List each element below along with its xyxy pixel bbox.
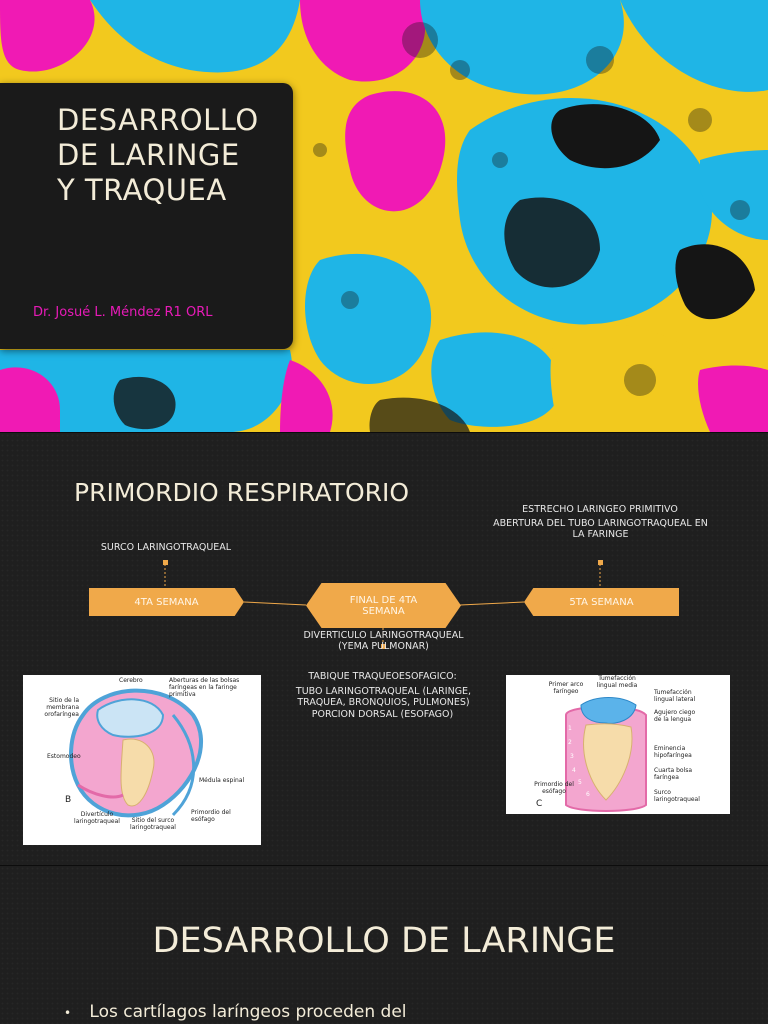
- slide-separator: [0, 432, 768, 433]
- arch-number: 5: [578, 779, 582, 786]
- arch-number: 3: [570, 753, 574, 760]
- label-aberturas: Aberturas de las bolsas faríngeas en la …: [169, 677, 240, 698]
- label-cerebro: Cerebro: [119, 677, 143, 684]
- desarrollo-laringe-slide: DESARROLLO DE LARINGE • Los cartílagos l…: [0, 866, 768, 1024]
- label-eminencia: Eminencia hipofaríngea: [654, 745, 692, 759]
- embryo-figure-c: Primer arco faríngeo Tumefacción lingual…: [506, 675, 730, 814]
- timeline-dot: [598, 560, 603, 565]
- timeline-dot: [163, 560, 168, 565]
- label-tumefaccion-lateral: Tumefacción lingual lateral: [654, 689, 696, 703]
- embryo-figure-b-drawing: [69, 688, 204, 818]
- label-tumefaccion-media: Tumefacción lingual media: [596, 675, 638, 689]
- tabique-tubo: TUBO LARINGOTRAQUEAL (LARINGE, TRAQUEA, …: [295, 686, 472, 708]
- label-estomodeo: Estomodeo: [47, 753, 81, 760]
- label-medula: Médula espinal: [199, 777, 245, 784]
- figure-letter-b: B: [65, 795, 72, 805]
- bullet-text: Los cartílagos laríngeos proceden del: [89, 1002, 407, 1022]
- timeline-dot: [381, 644, 386, 649]
- estrecho-label: ESTRECHO LARINGEO PRIMITIVO: [522, 504, 678, 515]
- label-cuarta-bolsa: Cuarta bolsa faríngea: [654, 767, 693, 781]
- label-diverticulo: Divertículo laringotraqueal: [74, 811, 120, 825]
- title-slide: DESARROLLO DE LARINGE Y TRAQUEA Dr. Josu…: [0, 0, 768, 432]
- slide-separator: [0, 865, 768, 866]
- arch-number: 6: [586, 791, 590, 798]
- label-membrana: Sitio de la membrana orofaríngea: [44, 697, 79, 718]
- final-week4-arrow: FINAL DE 4TA SEMANA: [306, 583, 461, 628]
- arch-number: 1: [568, 725, 572, 732]
- surco-label: SURCO LARINGOTRAQUEAL: [100, 542, 232, 553]
- tabique-dorsal: PORCION DORSAL (ESOFAGO): [311, 709, 454, 720]
- timeline-connector: [164, 564, 601, 648]
- abstract-pattern-background: [0, 0, 768, 432]
- bullet-icon: •: [64, 1006, 72, 1020]
- label-primer-arco: Primer arco faríngeo: [548, 681, 584, 695]
- presentation-title: DESARROLLO DE LARINGE Y TRAQUEA: [57, 103, 259, 207]
- tabique-heading: TABIQUE TRAQUEOESOFAGICO:: [308, 671, 457, 682]
- slide-title: PRIMORDIO RESPIRATORIO: [74, 478, 410, 507]
- primordio-slide: PRIMORDIO RESPIRATORIO SURCO LARINGOTRAQ…: [0, 433, 768, 865]
- label-primordio-esofago: Primordio del esófago: [534, 781, 574, 795]
- label-surco: Sitio del surco laringotraqueal: [130, 817, 176, 831]
- label-agujero: Agujero ciego de la lengua: [654, 709, 696, 723]
- diverticulo-label: DIVERTICULO LARINGOTRAQUEAL (YEMA PULMON…: [303, 630, 464, 652]
- label-surco-c: Surco laringotraqueal: [654, 789, 700, 803]
- label-esofago: Primordio del esófago: [191, 809, 231, 823]
- title-card: DESARROLLO DE LARINGE Y TRAQUEA Dr. Josu…: [0, 83, 293, 349]
- bullet-item: • Los cartílagos laríngeos proceden del: [64, 1002, 407, 1022]
- arch-number: 4: [572, 767, 576, 774]
- abertura-label: ABERTURA DEL TUBO LARINGOTRAQUEAL EN LA …: [493, 518, 708, 540]
- author-name: Dr. Josué L. Méndez R1 ORL: [33, 305, 213, 320]
- arch-number: 2: [568, 739, 572, 746]
- embryo-figure-c-drawing: [565, 697, 647, 812]
- figure-letter-c: C: [536, 799, 543, 809]
- slide-title: DESARROLLO DE LARINGE: [152, 921, 616, 961]
- week4-arrow: 4TA SEMANA: [89, 588, 244, 616]
- week5-arrow: 5TA SEMANA: [524, 588, 679, 616]
- final-week4-label: FINAL DE 4TA SEMANA: [349, 594, 418, 617]
- embryo-figure-b: Cerebro Aberturas de las bolsas faríngea…: [23, 675, 261, 845]
